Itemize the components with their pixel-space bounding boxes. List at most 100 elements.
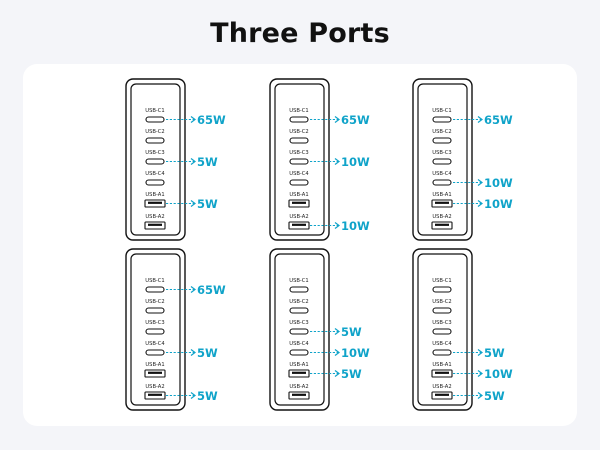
port-label: USB-C1 <box>145 108 164 114</box>
port-label: USB-C2 <box>145 299 164 305</box>
arrow-icon <box>477 392 483 399</box>
usb-c-port <box>289 137 309 144</box>
arrow-icon <box>477 200 483 207</box>
arrow-icon <box>334 370 340 377</box>
usb-c-port <box>289 158 309 165</box>
usb-c-port <box>432 286 452 293</box>
arrow-icon <box>190 349 196 356</box>
usb-c-port <box>289 328 309 335</box>
port-label: USB-C3 <box>145 150 164 156</box>
output-power-label: 5W <box>197 154 218 169</box>
arrow-icon <box>190 392 196 399</box>
port-label: USB-C3 <box>432 150 451 156</box>
output-power-label: 65W <box>341 112 370 127</box>
output-power-label: 10W <box>341 345 370 360</box>
port-label: USB-C4 <box>145 171 165 177</box>
usb-a-tongue <box>148 223 162 226</box>
arrow-icon <box>334 222 340 229</box>
usb-c-port <box>432 116 452 123</box>
port-label: USB-C4 <box>145 341 165 347</box>
usb-c-port <box>289 286 309 293</box>
usb-c-port <box>289 307 309 314</box>
arrow-icon <box>334 349 340 356</box>
port-label: USB-C1 <box>289 108 308 114</box>
output-power-label: 5W <box>197 196 218 211</box>
output-power-label: 10W <box>341 154 370 169</box>
usb-a-tongue <box>292 223 306 226</box>
port-label: USB-A2 <box>145 214 164 220</box>
port-label: USB-A1 <box>432 192 451 198</box>
port-label: USB-A2 <box>289 214 308 220</box>
arrow-icon <box>334 158 340 165</box>
arrow-icon <box>190 116 196 123</box>
output-power-label: 65W <box>484 112 513 127</box>
usb-a-tongue <box>435 393 449 396</box>
arrow-icon <box>334 116 340 123</box>
port-label: USB-C1 <box>432 108 451 114</box>
usb-c-port <box>432 158 452 165</box>
usb-a-tongue <box>292 201 306 204</box>
port-label: USB-C2 <box>432 299 451 305</box>
port-label: USB-C3 <box>432 320 451 326</box>
usb-c-port <box>145 116 165 123</box>
usb-a-tongue <box>148 393 162 396</box>
usb-a-tongue <box>435 201 449 204</box>
port-label: USB-A1 <box>289 362 308 368</box>
port-label: USB-A1 <box>145 362 164 368</box>
port-label: USB-C1 <box>289 278 308 284</box>
output-power-label: 5W <box>341 366 362 381</box>
output-power-label: 10W <box>484 175 513 190</box>
port-label: USB-C3 <box>289 320 308 326</box>
arrow-icon <box>477 370 483 377</box>
usb-c-port <box>145 137 165 144</box>
port-label: USB-C1 <box>145 278 164 284</box>
usb-a-tongue <box>292 371 306 374</box>
page-title: Three Ports <box>210 18 390 49</box>
usb-c-port <box>432 137 452 144</box>
output-power-label: 10W <box>484 196 513 211</box>
port-label: USB-C2 <box>432 129 451 135</box>
output-power-label: 65W <box>197 112 226 127</box>
port-label: USB-A2 <box>289 384 308 390</box>
usb-c-port <box>432 307 452 314</box>
usb-c-port <box>432 349 452 356</box>
port-label: USB-C2 <box>145 129 164 135</box>
output-power-label: 5W <box>484 388 505 403</box>
usb-c-port <box>432 179 452 186</box>
usb-a-tongue <box>435 223 449 226</box>
usb-c-port <box>289 349 309 356</box>
output-power-label: 5W <box>341 324 362 339</box>
port-label: USB-C4 <box>289 341 309 347</box>
arrow-icon <box>477 116 483 123</box>
arrow-icon <box>190 286 196 293</box>
port-label: USB-C2 <box>289 129 308 135</box>
arrow-icon <box>334 328 340 335</box>
port-label: USB-C4 <box>432 341 452 347</box>
output-power-label: 65W <box>197 282 226 297</box>
port-label: USB-C2 <box>289 299 308 305</box>
port-label: USB-A2 <box>432 214 451 220</box>
usb-a-tongue <box>435 371 449 374</box>
usb-a-tongue <box>148 201 162 204</box>
usb-c-port <box>432 328 452 335</box>
usb-c-port <box>145 328 165 335</box>
usb-a-tongue <box>148 371 162 374</box>
output-power-label: 5W <box>197 345 218 360</box>
output-power-label: 10W <box>341 218 370 233</box>
arrow-icon <box>190 200 196 207</box>
port-label: USB-A2 <box>145 384 164 390</box>
port-label: USB-A1 <box>289 192 308 198</box>
usb-c-port <box>145 349 165 356</box>
usb-a-tongue <box>292 393 306 396</box>
